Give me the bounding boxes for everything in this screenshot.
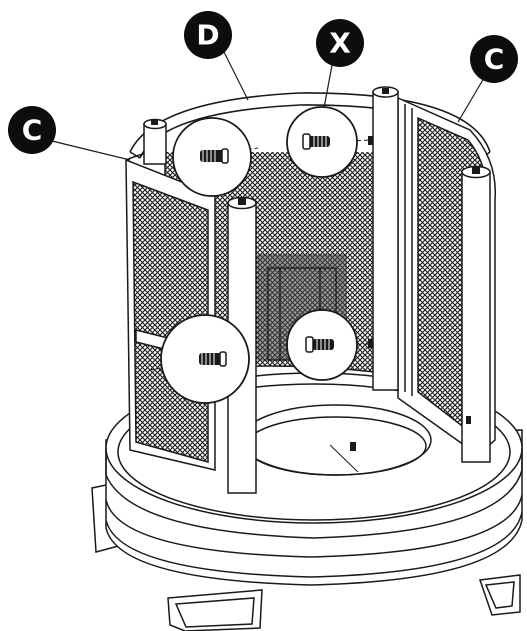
callout-d-label: D (196, 19, 219, 52)
callout-c-right-label: C (484, 43, 505, 76)
screw-icon (199, 351, 227, 367)
base-leg-right-inner (484, 581, 515, 609)
screw-detail-top-left (172, 117, 259, 197)
post-right-front (461, 165, 491, 463)
screw-icon (305, 336, 334, 353)
base-leg-right (478, 574, 521, 616)
base-leg-front (167, 589, 263, 631)
screw-detail-bottom-right (286, 309, 373, 381)
callout-d: D (184, 11, 232, 59)
leader-lines (51, 51, 485, 161)
post-left-back (143, 118, 167, 165)
callout-c-left: C (8, 106, 56, 154)
leader-c-right (457, 77, 485, 123)
post-right-back (372, 86, 399, 391)
base-leg-front-inner (174, 597, 255, 628)
callout-c-left-label: C (22, 114, 43, 147)
leader-x (323, 59, 334, 109)
callout-c-right: C (470, 35, 518, 83)
base-opening (240, 404, 432, 476)
callout-x-label: X (329, 27, 351, 60)
screw-icon (302, 133, 330, 150)
screw-icon (200, 148, 229, 164)
screw-detail-top-right (286, 106, 373, 178)
side-panel-left (125, 150, 216, 471)
leader-c-left (51, 140, 131, 161)
leader-d (223, 51, 249, 101)
callout-x: X (316, 19, 364, 67)
screw-detail-bottom-left (149, 314, 250, 404)
